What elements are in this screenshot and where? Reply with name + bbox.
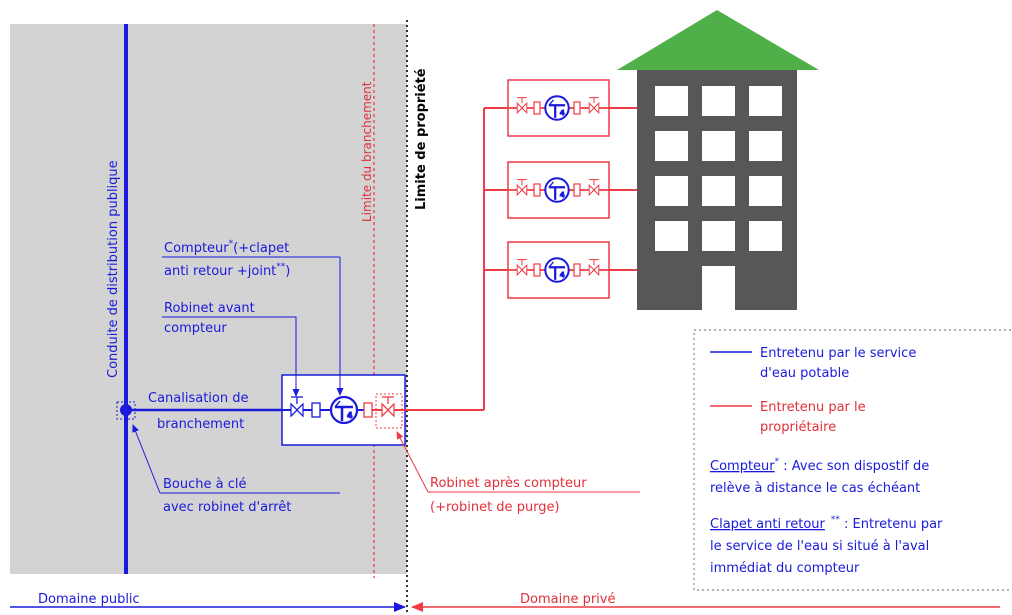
svg-text:Domaine privé: Domaine privé	[520, 592, 615, 607]
private-meter-3	[484, 241, 637, 299]
private-meter-1	[484, 79, 637, 137]
svg-text:relève à distance le cas échéa: relève à distance le cas échéant	[710, 481, 920, 496]
svg-text:Entretenu par le service: Entretenu par le service	[760, 346, 916, 361]
svg-text:anti retour +joint**): anti retour +joint**)	[164, 262, 290, 279]
svg-text:Robinet avant: Robinet avant	[164, 301, 255, 316]
svg-text:Compteur*(+clapet: Compteur*(+clapet	[164, 239, 289, 256]
compteur-annotation: Compteur*(+clapet anti retour +joint**)	[162, 239, 344, 396]
robinet-avant-annotation: Robinet avant compteur	[162, 301, 300, 397]
legend-box: Entretenu par le service d'eau potable E…	[693, 329, 1012, 591]
robinet-apres-annotation: Robinet après compteur (+robinet de purg…	[396, 431, 640, 515]
canalisation-annotation: Canalisation de branchement	[148, 391, 249, 432]
main-pipe-label: Conduite de distribution publique	[106, 160, 121, 378]
svg-text:Bouche à clé: Bouche à clé	[163, 477, 246, 492]
svg-text:propriétaire: propriétaire	[760, 420, 836, 435]
svg-text:Domaine public: Domaine public	[38, 592, 140, 607]
private-meter-2	[484, 161, 637, 219]
svg-text:immédiat du compteur: immédiat du compteur	[710, 561, 860, 576]
svg-text:Compteur* : Avec son dispostif: Compteur* : Avec son dispostif de	[710, 457, 929, 474]
valve-after-meter-box	[375, 393, 403, 429]
apartment-building-icon	[617, 10, 819, 310]
svg-text:d'eau potable: d'eau potable	[760, 366, 849, 381]
check-valve-icon	[363, 402, 373, 418]
domaine-public: Domaine public	[10, 592, 406, 612]
svg-text:Canalisation de: Canalisation de	[148, 391, 249, 406]
water-meter-icon	[329, 395, 359, 425]
svg-text:(+robinet de purge): (+robinet de purge)	[430, 500, 560, 515]
svg-text:Entretenu par le: Entretenu par le	[760, 400, 866, 415]
public-domain-zone	[10, 24, 407, 574]
svg-text:le service de l'eau si situé à: le service de l'eau si situé à l'aval	[710, 539, 929, 554]
domaine-prive: Domaine privé	[411, 592, 1000, 612]
svg-text:compteur: compteur	[164, 321, 227, 336]
svg-text:avec robinet d'arrêt: avec robinet d'arrêt	[163, 500, 291, 515]
bouche-annotation: Bouche à clé avec robinet d'arrêt	[132, 424, 340, 515]
limite-propriete-label: Limite de propriété	[414, 68, 429, 210]
svg-text:branchement: branchement	[157, 417, 244, 432]
svg-text:Robinet après compteur: Robinet après compteur	[430, 476, 587, 491]
svg-text:Clapet anti retour** : Entrete: Clapet anti retour** : Entretenu par	[710, 515, 943, 532]
limite-branchement-label: Limite du branchement	[360, 81, 374, 222]
seal-icon	[311, 402, 321, 418]
bouche-a-cle-box	[116, 401, 136, 420]
